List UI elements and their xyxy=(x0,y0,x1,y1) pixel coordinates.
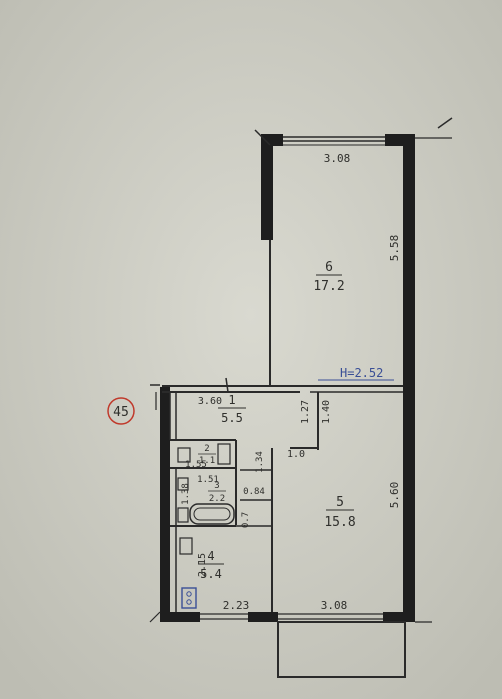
dim-corridor-1: 1.34 xyxy=(255,451,265,473)
room-2: 2 1.1 xyxy=(198,444,216,466)
stove-icon xyxy=(181,587,197,609)
interior-walls xyxy=(150,240,403,612)
room-6: 6 17.2 xyxy=(313,260,344,294)
dim-kitchen-length: 2.15 xyxy=(197,553,208,577)
svg-text:5.4: 5.4 xyxy=(200,567,222,581)
room-4: 4 5.4 xyxy=(198,549,224,581)
dim-wc-width: 1.55 xyxy=(185,460,207,470)
balcony xyxy=(277,621,406,678)
dim-bath-length: 1.38 xyxy=(181,483,191,505)
sheet-number-stamp: 45 xyxy=(107,397,135,425)
svg-text:5: 5 xyxy=(336,495,344,510)
dim-hall-gap-3: 1.0 xyxy=(287,449,305,460)
ceiling-height-label: H=2.52 xyxy=(340,366,383,380)
svg-text:2.2: 2.2 xyxy=(209,494,225,504)
dim-hall-gap-2: 1.40 xyxy=(321,400,332,424)
room-3: 3 2.2 xyxy=(208,481,226,504)
window-top xyxy=(254,117,453,146)
dim-corridor-2: 0.84 xyxy=(243,487,265,497)
svg-text:3: 3 xyxy=(214,481,219,491)
svg-text:17.2: 17.2 xyxy=(313,279,344,294)
window-bottom xyxy=(149,611,432,623)
dim-room5-length: 5.60 xyxy=(388,482,401,509)
outer-walls xyxy=(160,134,415,622)
wc-fixtures xyxy=(177,443,231,465)
dimension-labels: 3.08 5.58 3.60 1.27 1.40 1.0 5.60 3.08 2… xyxy=(181,152,401,612)
svg-text:2: 2 xyxy=(204,444,209,454)
svg-text:6: 6 xyxy=(325,260,333,275)
svg-text:5.5: 5.5 xyxy=(221,411,243,425)
svg-text:4: 4 xyxy=(207,549,214,563)
sink-icon xyxy=(177,477,189,491)
dim-room6-length: 5.58 xyxy=(388,235,401,262)
bathtub-icon xyxy=(177,503,235,525)
dim-hall-width: 3.60 xyxy=(198,396,222,407)
svg-text:1.1: 1.1 xyxy=(199,456,215,466)
dim-hall-gap-1: 1.27 xyxy=(300,400,311,424)
room-1: 1 5.5 xyxy=(218,393,246,425)
dim-corridor-3: 0.7 xyxy=(241,512,251,528)
dim-room5-width: 3.08 xyxy=(321,599,348,612)
dim-bath-width: 1.51 xyxy=(197,475,219,485)
svg-text:15.8: 15.8 xyxy=(324,515,355,530)
room-5: 5 15.8 xyxy=(324,495,355,530)
dim-room6-width: 3.08 xyxy=(324,152,351,165)
kitchen-sink-icon xyxy=(179,537,193,555)
sheet-number: 45 xyxy=(113,405,129,420)
svg-text:1: 1 xyxy=(228,393,235,407)
dim-kitchen-width: 2.23 xyxy=(223,599,250,612)
